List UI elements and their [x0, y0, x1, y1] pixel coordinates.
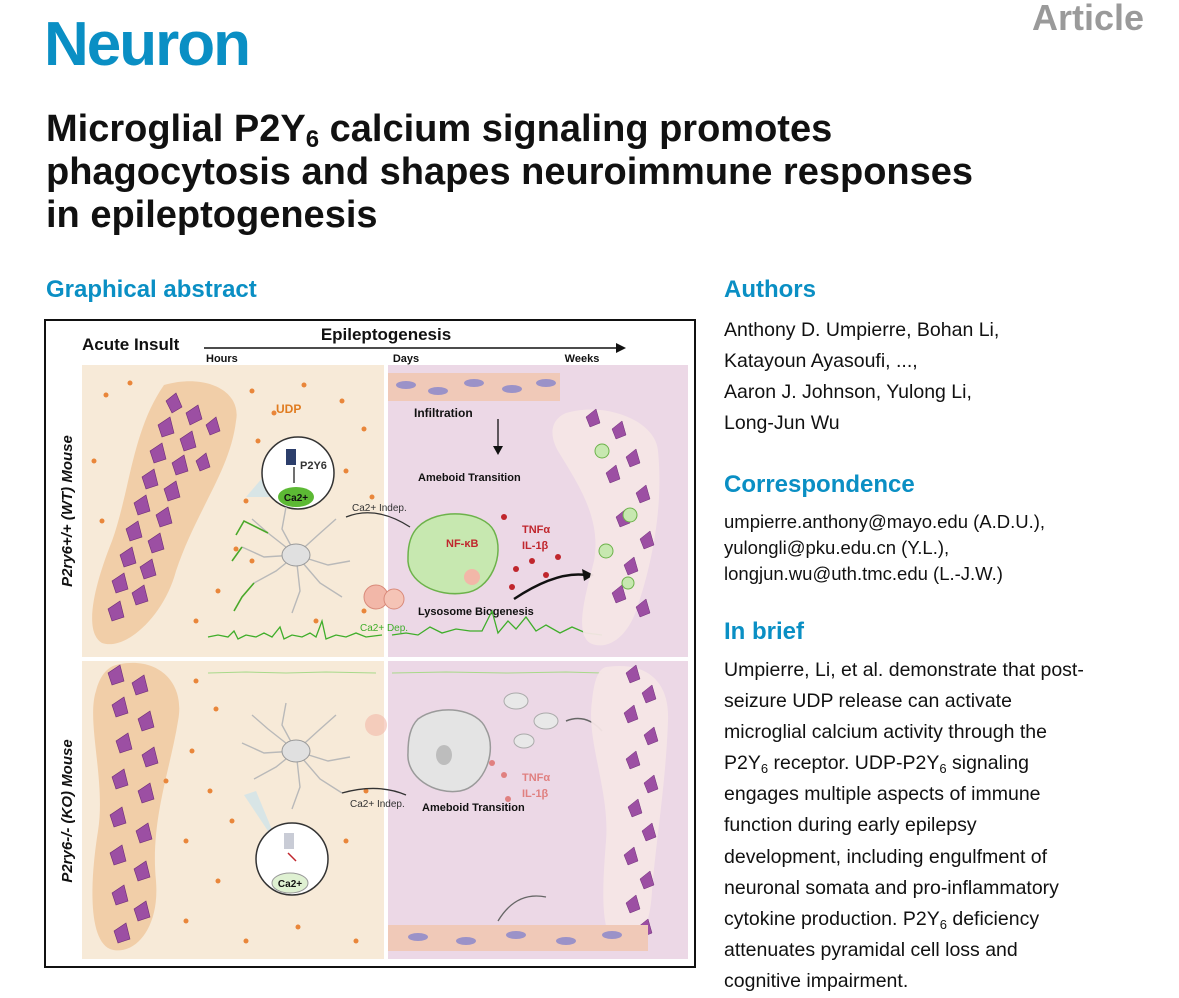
- ko-lysosome: [365, 714, 387, 736]
- wt-pyramidal-neurons: [107, 392, 221, 622]
- weeks-label: Weeks: [565, 353, 600, 365]
- ko-il1b-label: IL-1β: [522, 788, 549, 800]
- ko-pyramidal-neurons: [107, 664, 159, 944]
- email-link[interactable]: umpierre.anthony@mayo.edu (A.D.U.),: [724, 511, 1046, 532]
- wt-reactive-microglia-late: [594, 443, 638, 590]
- article-title: Microglial P2Y6 calcium signaling promot…: [46, 108, 1156, 237]
- p2y6-receptor-icon: [286, 449, 296, 465]
- ko-vessel-cells: [408, 931, 622, 945]
- ko-microglia-nucleus: [436, 745, 452, 765]
- wt-calcium-trace-left: [207, 618, 383, 640]
- ko-infiltration-arrow: [497, 895, 547, 922]
- email-link[interactable]: yulongli@pku.edu.cn (Y.L.),: [724, 537, 950, 558]
- authors-list: Anthony D. Umpierre, Bohan Li, Katayoun …: [724, 315, 1164, 439]
- correspondence-heading: Correspondence: [724, 471, 915, 498]
- lysosome-cluster-2: [383, 588, 405, 610]
- wt-cytokine-particles: [501, 514, 561, 590]
- il1b-label: IL-1β: [522, 540, 549, 552]
- ameboid-transition-label: Ameboid Transition: [418, 472, 521, 484]
- p2y6-inset-label: P2Y6: [300, 460, 327, 472]
- wt-infiltrating-cells: [396, 379, 556, 395]
- title-line-1: Microglial P2Y6 calcium signaling promot…: [46, 108, 833, 153]
- brief-line: development, including engulfment of: [724, 845, 1048, 868]
- acute-insult-label: Acute Insult: [82, 335, 180, 354]
- brief-line: attenuates pyramidal cell loss and: [724, 938, 1018, 961]
- wt-ameboid-microglia: [407, 513, 499, 595]
- tnfa-label: TNFα: [522, 524, 550, 536]
- epileptogenesis-label: Epileptogenesis: [321, 325, 451, 344]
- ko-cytokine-particles: [489, 760, 511, 802]
- wt-microglia-soma: [281, 543, 311, 567]
- wt-calcium-active-processes: [231, 519, 269, 612]
- ca-indep-arrow: [345, 512, 411, 528]
- graphical-abstract-figure: Acute Insult Epileptogenesis Hours Days …: [44, 319, 696, 968]
- graphical-abstract-heading: Graphical abstract: [46, 276, 257, 303]
- brief-line: engages multiple aspects of immune: [724, 783, 1041, 806]
- email-link[interactable]: longjun.wu@uth.tmc.edu (L.-J.W.): [724, 563, 1003, 584]
- ko-tnfa-label: TNFα: [522, 772, 550, 784]
- correspondence-list: umpierre.anthony@mayo.edu (A.D.U.), yulo…: [724, 509, 1045, 587]
- ko-receptor-absent-icon: [284, 833, 294, 849]
- ko-p2y6-inset: [255, 822, 329, 896]
- brief-line: Umpierre, Li, et al. demonstrate that po…: [724, 659, 1084, 681]
- ko-calcium-trace-left: [207, 671, 377, 674]
- nfkb-label: NF-κB: [446, 538, 478, 550]
- brief-line: cognitive impairment.: [724, 969, 909, 992]
- ko-mouse-label: P2ry6-/- (KO) Mouse: [59, 739, 76, 882]
- brief-line: cytokine production. P2Y6 deficiency: [724, 907, 1040, 932]
- timeline-arrowhead: [616, 343, 626, 353]
- ko-calcium-store: [271, 872, 309, 894]
- brief-line: seizure UDP release can activate: [724, 690, 1012, 713]
- authors-heading: Authors: [724, 276, 816, 303]
- ca-indep-label: Ca2+ Indep.: [352, 503, 407, 514]
- lysosome-biogenesis-label: Lysosome Biogenesis: [418, 606, 534, 618]
- ko-ameboid-transition-label: Ameboid Transition: [422, 802, 525, 814]
- ca-dep-label: Ca2+ Dep.: [360, 623, 408, 634]
- title-line-2: phagocytosis and shapes neuroimmune resp…: [46, 151, 974, 193]
- brief-line: P2Y6 receptor. UDP-P2Y6 signaling: [724, 752, 1029, 777]
- brief-line: microglial calcium activity through the: [724, 721, 1047, 744]
- title-line-3: in epileptogenesis: [46, 194, 378, 236]
- progression-arrowhead: [582, 569, 594, 581]
- phagosome: [464, 569, 480, 585]
- wt-calcium-trace-right: [391, 609, 603, 636]
- days-label: Days: [393, 353, 419, 365]
- journal-name: Neuron: [44, 10, 251, 79]
- hours-label: Hours: [206, 353, 238, 365]
- brief-line: neuronal somata and pro-inflammatory: [724, 876, 1059, 899]
- ko-udp-particles: [163, 678, 369, 944]
- wt-udp-particles: [91, 380, 375, 624]
- author-line: Katayoun Ayasoufi, ...,: [724, 350, 918, 372]
- udp-label: UDP: [276, 402, 301, 416]
- ko-ca-indep-arrow: [341, 787, 407, 796]
- infiltration-arrowhead: [493, 446, 503, 455]
- ko-calcium-label: Ca2+: [278, 879, 302, 890]
- ko-calcium-trace-right: [391, 671, 603, 674]
- article-type-label: Article: [1031, 0, 1144, 38]
- calcium-inset-label: Ca2+: [284, 493, 308, 504]
- brief-line: function during early epilepsy: [724, 814, 977, 837]
- ko-quiescent-microglia: [503, 692, 559, 749]
- infiltration-label: Infiltration: [414, 406, 473, 420]
- ko-ca-indep-label: Ca2+ Indep.: [350, 799, 405, 810]
- ko-pyramidal-neurons-late: [623, 664, 659, 938]
- in-brief-heading: In brief: [724, 618, 805, 645]
- ko-hippocampus-band: [92, 662, 180, 951]
- wt-mouse-label: P2ry6+/+ (WT) Mouse: [59, 435, 76, 587]
- ko-blocked-signal: [287, 852, 297, 862]
- in-brief-text: Umpierre, Li, et al. demonstrate that po…: [724, 655, 1084, 997]
- p2y6-receptor-inset: [261, 436, 335, 510]
- calcium-store: [278, 487, 314, 507]
- ko-microglia-soma: [281, 739, 311, 763]
- progression-arrow: [513, 573, 587, 600]
- author-line: Aaron J. Johnson, Yulong Li,: [724, 381, 972, 403]
- author-line: Long-Jun Wu: [724, 412, 840, 434]
- author-line: Anthony D. Umpierre, Bohan Li,: [724, 319, 1000, 341]
